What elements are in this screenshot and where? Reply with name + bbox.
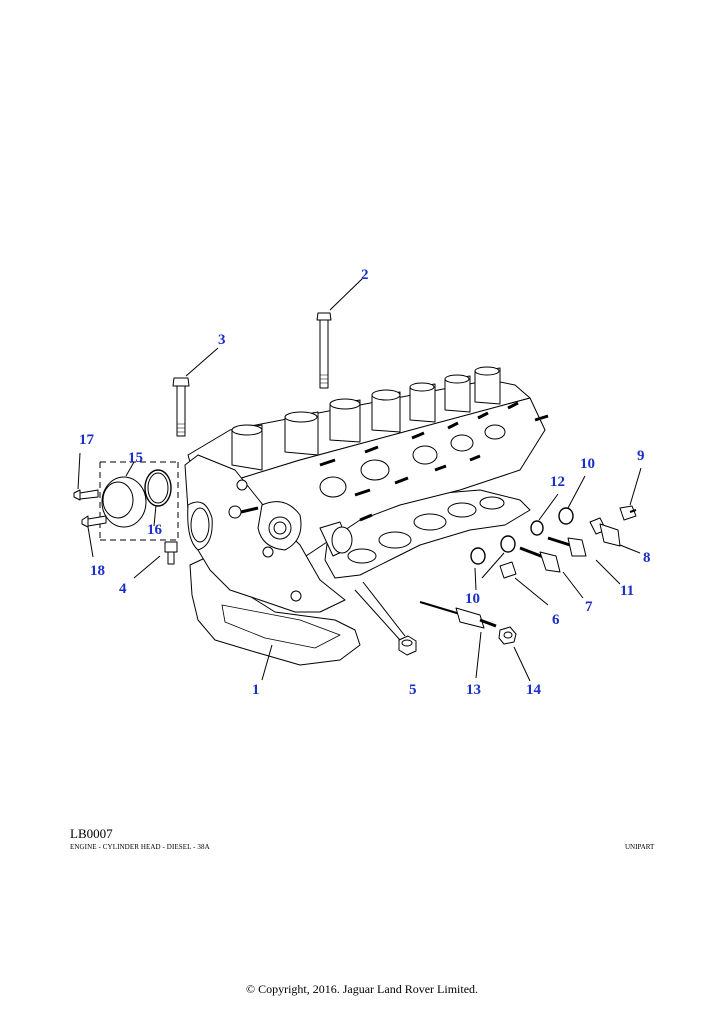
diagram-caption: ENGINE - CYLINDER HEAD - DIESEL - 38A bbox=[70, 843, 210, 851]
callout-11[interactable]: 11 bbox=[620, 583, 635, 599]
supplier-label: UNIPART bbox=[625, 843, 655, 851]
callout-7[interactable]: 7 bbox=[585, 599, 593, 615]
head-bolt-long bbox=[316, 312, 332, 389]
copyright-notice: © Copyright, 2016. Jaguar Land Rover Lim… bbox=[245, 982, 479, 996]
callout-5[interactable]: 5 bbox=[409, 682, 417, 698]
callout-16[interactable]: 16 bbox=[147, 522, 162, 538]
callout-2[interactable]: 2 bbox=[361, 267, 369, 283]
callout-3[interactable]: 3 bbox=[218, 332, 226, 348]
callout-15[interactable]: 15 bbox=[128, 450, 143, 466]
callout-13[interactable]: 13 bbox=[466, 682, 481, 698]
diagram-code: LB0007 bbox=[70, 826, 113, 841]
blanking-plate-group bbox=[73, 461, 179, 565]
callout-1[interactable]: 1 bbox=[252, 682, 260, 698]
nut bbox=[398, 635, 417, 656]
callout-9[interactable]: 9 bbox=[637, 448, 645, 464]
callout-10-upper[interactable]: 10 bbox=[580, 456, 595, 472]
callout-18[interactable]: 18 bbox=[90, 563, 105, 579]
callout-12[interactable]: 12 bbox=[550, 474, 565, 490]
cylinder-head-body bbox=[184, 366, 549, 613]
sensor-parts bbox=[419, 505, 637, 645]
callout-14[interactable]: 14 bbox=[526, 682, 541, 698]
head-bolt bbox=[172, 377, 190, 437]
leader-lines bbox=[77, 277, 642, 682]
callout-8[interactable]: 8 bbox=[643, 550, 651, 566]
callout-17[interactable]: 17 bbox=[79, 432, 94, 448]
callout-4[interactable]: 4 bbox=[119, 581, 127, 597]
callout-10-lower[interactable]: 10 bbox=[465, 591, 480, 607]
callout-6[interactable]: 6 bbox=[552, 612, 560, 628]
